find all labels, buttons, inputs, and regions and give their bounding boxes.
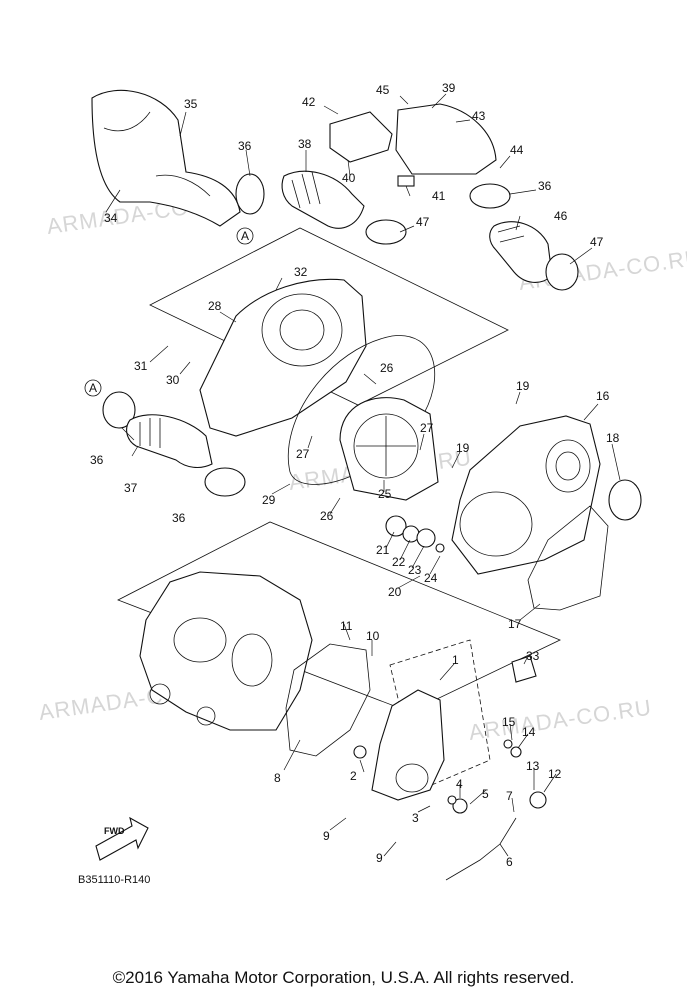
- callout-8: 8: [274, 771, 281, 785]
- leader-lines: [105, 93, 621, 857]
- callout-3: 3: [412, 811, 419, 825]
- callout-27: 27: [420, 421, 434, 435]
- o-ring-29: [288, 335, 436, 485]
- callout-9: 9: [323, 829, 330, 843]
- gasket-17: [527, 505, 609, 611]
- callout-19: 19: [516, 379, 530, 393]
- callout-43: 43: [472, 109, 486, 123]
- callout-36: 36: [238, 139, 252, 153]
- callout-31: 31: [134, 359, 148, 373]
- callout-29: 29: [262, 493, 276, 507]
- callout-44: 44: [510, 143, 524, 157]
- callout-11: 11: [340, 619, 353, 633]
- callout-2: 2: [350, 769, 357, 783]
- callout-30: 30: [166, 373, 180, 387]
- callout-27: 27: [296, 447, 310, 461]
- small-parts: [353, 655, 547, 881]
- callout-24: 24: [424, 571, 438, 585]
- callout-41: 41: [432, 189, 446, 203]
- callout-36: 36: [172, 511, 186, 525]
- reference-markers: A A: [84, 227, 254, 397]
- crankcase-cover-16: [451, 415, 601, 575]
- callout-38: 38: [298, 137, 312, 151]
- callout-47: 47: [416, 215, 430, 229]
- fwd-label: FWD: [104, 826, 125, 836]
- callout-1: 1: [452, 653, 459, 667]
- callout-22: 22: [392, 555, 406, 569]
- callout-15: 15: [502, 715, 516, 729]
- seal-18: [608, 479, 642, 521]
- brackets: [329, 103, 497, 187]
- reference-circle-a: [236, 227, 254, 245]
- watermark: ARMADA-CO.RU: [467, 695, 653, 745]
- callout-28: 28: [208, 299, 222, 313]
- clutch-assembly-25: [339, 397, 439, 501]
- washers: [385, 515, 445, 553]
- callout-33: 33: [526, 649, 540, 663]
- callout-14: 14: [522, 725, 536, 739]
- callout-10: 10: [366, 629, 380, 643]
- callout-37: 37: [124, 481, 138, 495]
- callout-35: 35: [184, 97, 198, 111]
- engine-crankcase: [139, 571, 313, 731]
- callout-42: 42: [302, 95, 316, 109]
- callout-23: 23: [408, 563, 422, 577]
- callout-labels: 1 2 3 4 5 6 7 8 9 9 10 11 12 13 14 15 16…: [90, 81, 620, 869]
- callout-39: 39: [442, 81, 456, 95]
- cover-1: [371, 689, 445, 801]
- diagram-code: B351110-R140: [78, 874, 151, 886]
- callout-17: 17: [508, 617, 522, 631]
- callout-36: 36: [90, 453, 104, 467]
- callout-20: 20: [388, 585, 402, 599]
- callout-16: 16: [596, 389, 610, 403]
- intake-joints: [126, 170, 553, 469]
- gasket-8: [285, 643, 371, 757]
- callout-13: 13: [526, 759, 540, 773]
- callout-21: 21: [376, 543, 390, 557]
- crankcase-cover-28: [199, 278, 367, 437]
- reference-label-a: A: [241, 229, 249, 243]
- callout-12: 12: [548, 767, 562, 781]
- callout-26: 26: [380, 361, 394, 375]
- callout-5: 5: [482, 787, 489, 801]
- hose-clamps: [102, 173, 511, 497]
- callout-6: 6: [506, 855, 513, 869]
- reference-circle-a: [84, 379, 102, 397]
- callout-25: 25: [378, 487, 392, 501]
- callout-36: 36: [538, 179, 552, 193]
- clamps-47: [365, 219, 579, 291]
- reference-label-a: A: [89, 381, 97, 395]
- air-duct-34: [91, 89, 241, 227]
- callout-32: 32: [294, 265, 308, 279]
- fwd-arrow-icon: [95, 816, 149, 861]
- callout-34: 34: [104, 211, 118, 225]
- callout-26: 26: [320, 509, 334, 523]
- callout-47: 47: [590, 235, 604, 249]
- callout-40: 40: [342, 171, 356, 185]
- callout-19: 19: [456, 441, 470, 455]
- callout-18: 18: [606, 431, 620, 445]
- callout-7: 7: [506, 789, 513, 803]
- callout-4: 4: [456, 777, 463, 791]
- callout-45: 45: [376, 83, 390, 97]
- callout-9: 9: [376, 851, 383, 865]
- callout-46: 46: [554, 209, 568, 223]
- copyright-text: ©2016 Yamaha Motor Corporation, U.S.A. A…: [112, 968, 575, 987]
